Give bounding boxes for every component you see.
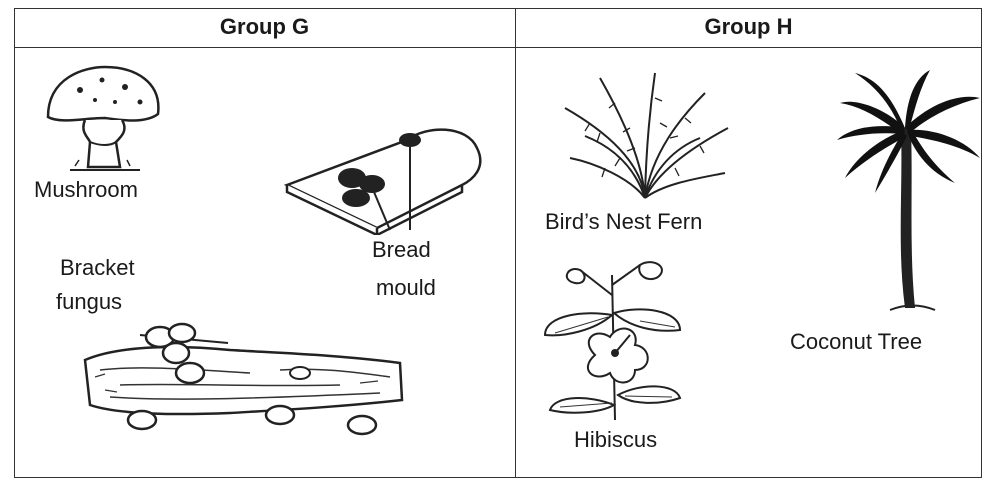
bread-mould-label-line1: Bread (372, 236, 431, 264)
mushroom-label: Mushroom (34, 176, 138, 204)
bracket-fungus-illustration (80, 315, 410, 440)
column-divider (515, 8, 516, 478)
coconut-tree-label: Coconut Tree (790, 328, 922, 356)
bread-mould-label-line2: mould (376, 274, 436, 302)
hibiscus-illustration (540, 255, 685, 425)
bracket-fungus-label-line1: Bracket (60, 254, 135, 282)
birds-nest-fern-label: Bird’s Nest Fern (545, 208, 702, 236)
birds-nest-fern-illustration (560, 68, 730, 203)
group-g-header: Group G (14, 14, 515, 40)
bracket-fungus-label-line2: fungus (56, 288, 122, 316)
coconut-tree-illustration (835, 68, 985, 318)
bread-mould-illustration (282, 120, 497, 235)
group-h-header: Group H (515, 14, 982, 40)
mushroom-illustration (40, 62, 170, 177)
header-divider (14, 47, 982, 48)
hibiscus-label: Hibiscus (574, 426, 657, 454)
